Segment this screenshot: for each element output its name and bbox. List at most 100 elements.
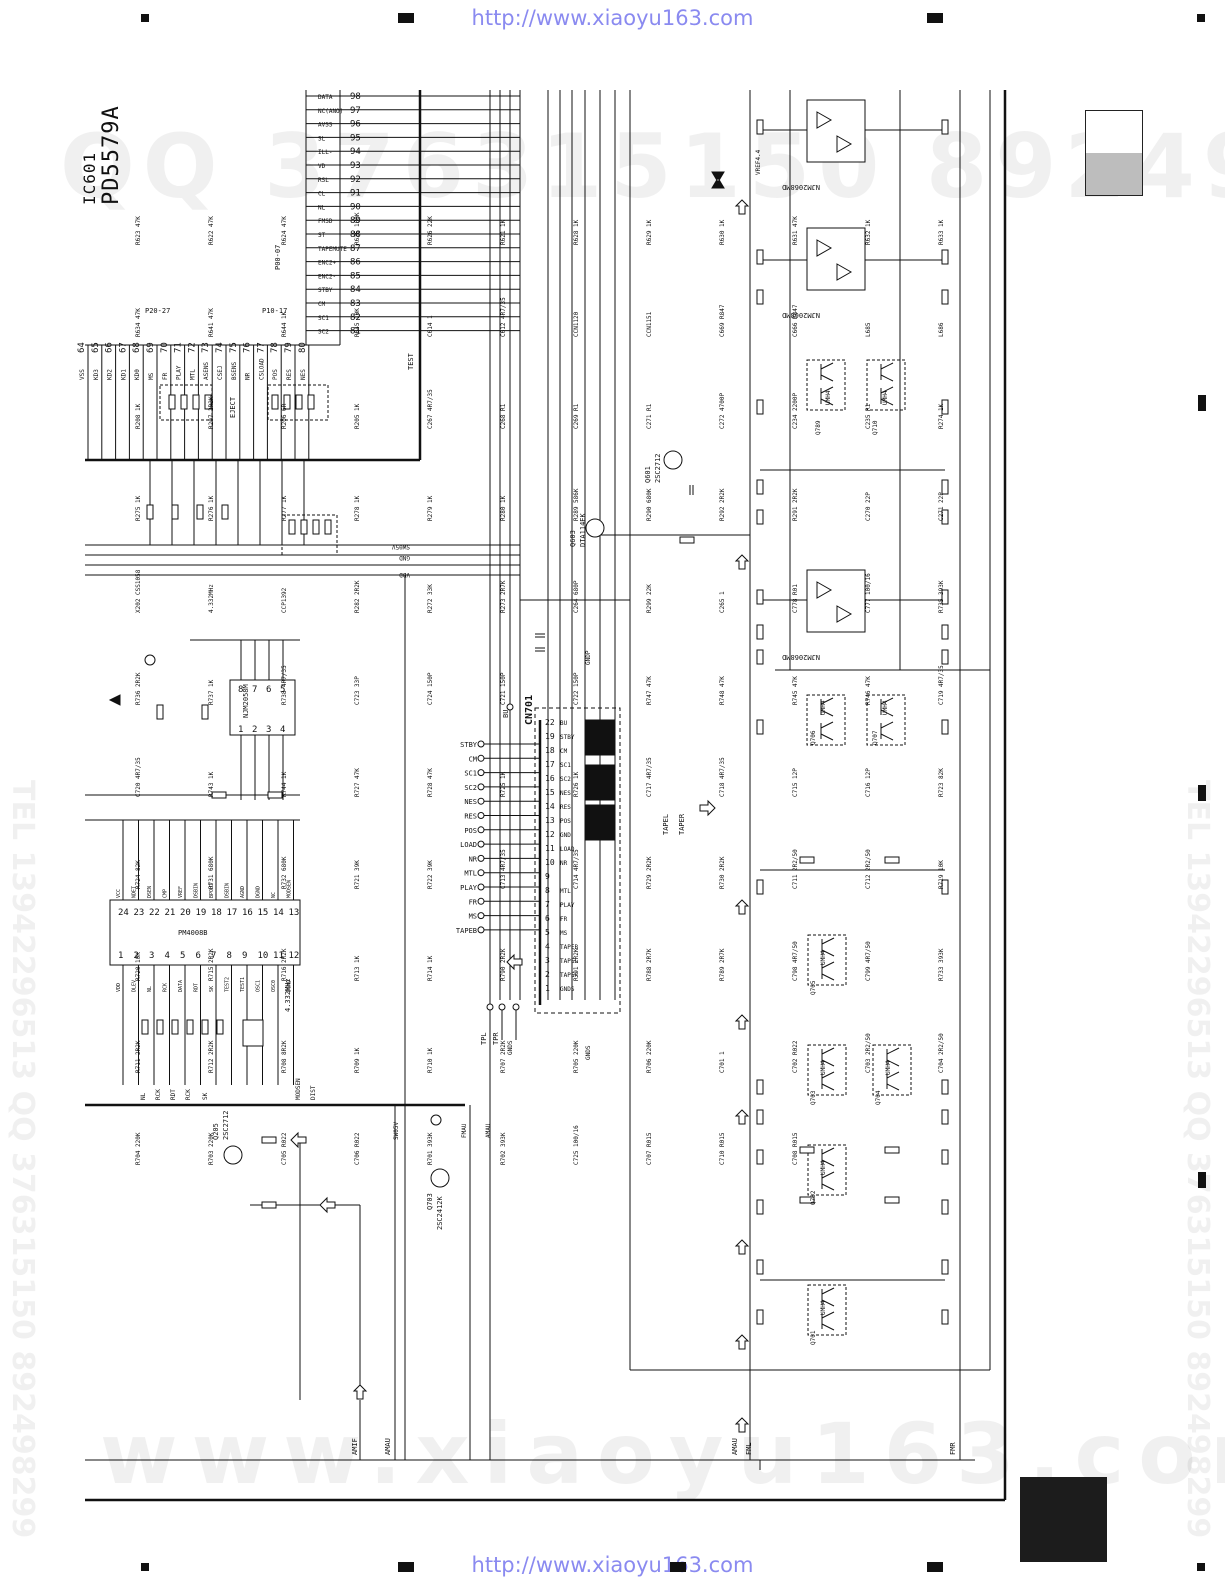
resistor <box>221 504 229 520</box>
component-value: R728 47K <box>427 768 434 797</box>
cn701-pin-number: 17 <box>545 760 555 769</box>
resistor <box>941 624 949 640</box>
component-value: C718 4R7/35 <box>719 757 726 797</box>
component-value: CCN1151 <box>646 311 653 337</box>
transistor-pair <box>866 359 906 411</box>
ic204-pin-name: VREF <box>178 886 184 898</box>
resistor <box>756 649 764 665</box>
ic601-pin-name: ASENS <box>203 362 210 380</box>
registration-mark <box>1197 14 1205 22</box>
component-value: C268 R1 <box>500 403 507 429</box>
ic601-pin-name: POS <box>272 369 279 380</box>
cn701-pin-number: 11 <box>545 844 555 853</box>
registration-mark <box>1198 395 1206 411</box>
cn701-terminal <box>477 912 485 920</box>
cn701-pin-number: 22 <box>545 718 555 727</box>
ic601-pin-number: 86 <box>350 258 361 268</box>
cn701-pin-number: 7 <box>545 900 550 909</box>
resistor <box>756 589 764 605</box>
component-value: R290 680K <box>646 488 653 521</box>
ic204-pin-number: 12 <box>289 951 300 961</box>
ic205-pin: 6 <box>266 685 271 695</box>
ic601-pin-number: 74 <box>215 342 225 353</box>
component-value: R641 47K <box>208 308 215 337</box>
ic601-pin-name: CL <box>318 191 326 198</box>
resistor <box>146 504 154 520</box>
ic205-pin: 3 <box>266 725 271 735</box>
component-value: R645 10K <box>354 308 361 337</box>
ic601-pin-name: TAPEMUTE <box>318 246 347 253</box>
ic205-body <box>229 679 296 736</box>
tape-arrow <box>506 953 523 971</box>
transistor-pair <box>880 697 894 705</box>
cn701-pin-name: NES <box>560 790 571 797</box>
transistor-pair <box>880 398 894 406</box>
component-value: R710 1K <box>427 1047 434 1073</box>
component-value: R292 2R2K <box>719 488 726 521</box>
cn701-left-label: CM <box>469 755 477 763</box>
registration-mark <box>141 1563 149 1571</box>
ic601-pin-name: SC2 <box>318 329 329 336</box>
transistor-pair <box>820 697 834 705</box>
registration-mark <box>927 13 943 23</box>
component-value: C270 22P <box>865 492 872 521</box>
transistor-pair <box>821 961 835 969</box>
component-value: C717 4R7/35 <box>646 757 653 797</box>
transistor-pair <box>886 1083 900 1091</box>
component-value: R721 39K <box>354 860 361 889</box>
cn701-pin-number: 12 <box>545 830 555 839</box>
cn701-left-label: PLAY <box>460 884 478 892</box>
component-value: R706 220K <box>646 1040 653 1073</box>
ic601-pin-number: 95 <box>350 133 361 143</box>
ic204-pin-number: 15 <box>258 908 269 918</box>
cn701-pin-name: TAPER <box>560 972 578 979</box>
diode <box>108 694 121 706</box>
net-label: AMIF <box>351 1438 359 1455</box>
transistor-pair <box>807 1144 847 1196</box>
ic601-pin-name: ILL- <box>318 149 332 156</box>
ic204-output-label: DIST <box>310 1085 317 1100</box>
registration-mark <box>141 14 149 22</box>
component-value: R207 2R2K <box>208 396 215 429</box>
component-value: R726 1K <box>573 771 580 797</box>
component-value: R712 2R2K <box>208 1040 215 1073</box>
transistor-q703 <box>430 1168 450 1188</box>
transistor-pair <box>872 1044 912 1096</box>
component-value: R282 2R2K <box>354 580 361 613</box>
cn701-terminal <box>477 740 485 748</box>
signal-arrow <box>734 899 750 915</box>
net-label: AMAU <box>485 1123 492 1138</box>
resistor <box>312 519 320 535</box>
transistor-pair <box>821 937 835 945</box>
resistor <box>941 119 949 135</box>
resistor <box>180 394 188 410</box>
tape-terminal <box>498 1003 506 1011</box>
ic204-pin-name: DGND <box>256 886 262 898</box>
component-value: R791 2R2K <box>573 948 580 981</box>
net-label: TEST <box>407 352 415 370</box>
component-value: R709 1K <box>354 1047 361 1073</box>
ic703-opamp <box>836 135 853 153</box>
component-value: C725 100/16 <box>573 1125 580 1165</box>
transistor-pair <box>820 733 834 741</box>
resistor-array <box>267 384 329 421</box>
cn701-pin-name: CM <box>560 748 568 755</box>
component-value: C708 R015 <box>792 1132 799 1165</box>
resistor <box>756 719 764 735</box>
ic601-pin-name: SC1 <box>318 315 329 322</box>
resistor <box>941 589 949 605</box>
ic601-pin-number: 91 <box>350 189 361 199</box>
cn701-pin-number: 1 <box>545 984 550 993</box>
ic204-output-label: RCK <box>185 1089 192 1100</box>
resistor-r644 <box>679 536 695 544</box>
ic204-body <box>109 899 301 966</box>
component-value: C716 12P <box>865 768 872 797</box>
transistor-pair <box>886 1047 900 1055</box>
ic701-opamp <box>816 581 833 599</box>
signal-arrow <box>734 554 750 570</box>
cn701-terminal <box>477 854 485 862</box>
cn701-pin-name: STBY <box>560 734 575 741</box>
net-label: TAPEL <box>662 814 670 835</box>
transistor-pair <box>821 1311 835 1319</box>
component-value: R732 680K <box>281 856 288 889</box>
